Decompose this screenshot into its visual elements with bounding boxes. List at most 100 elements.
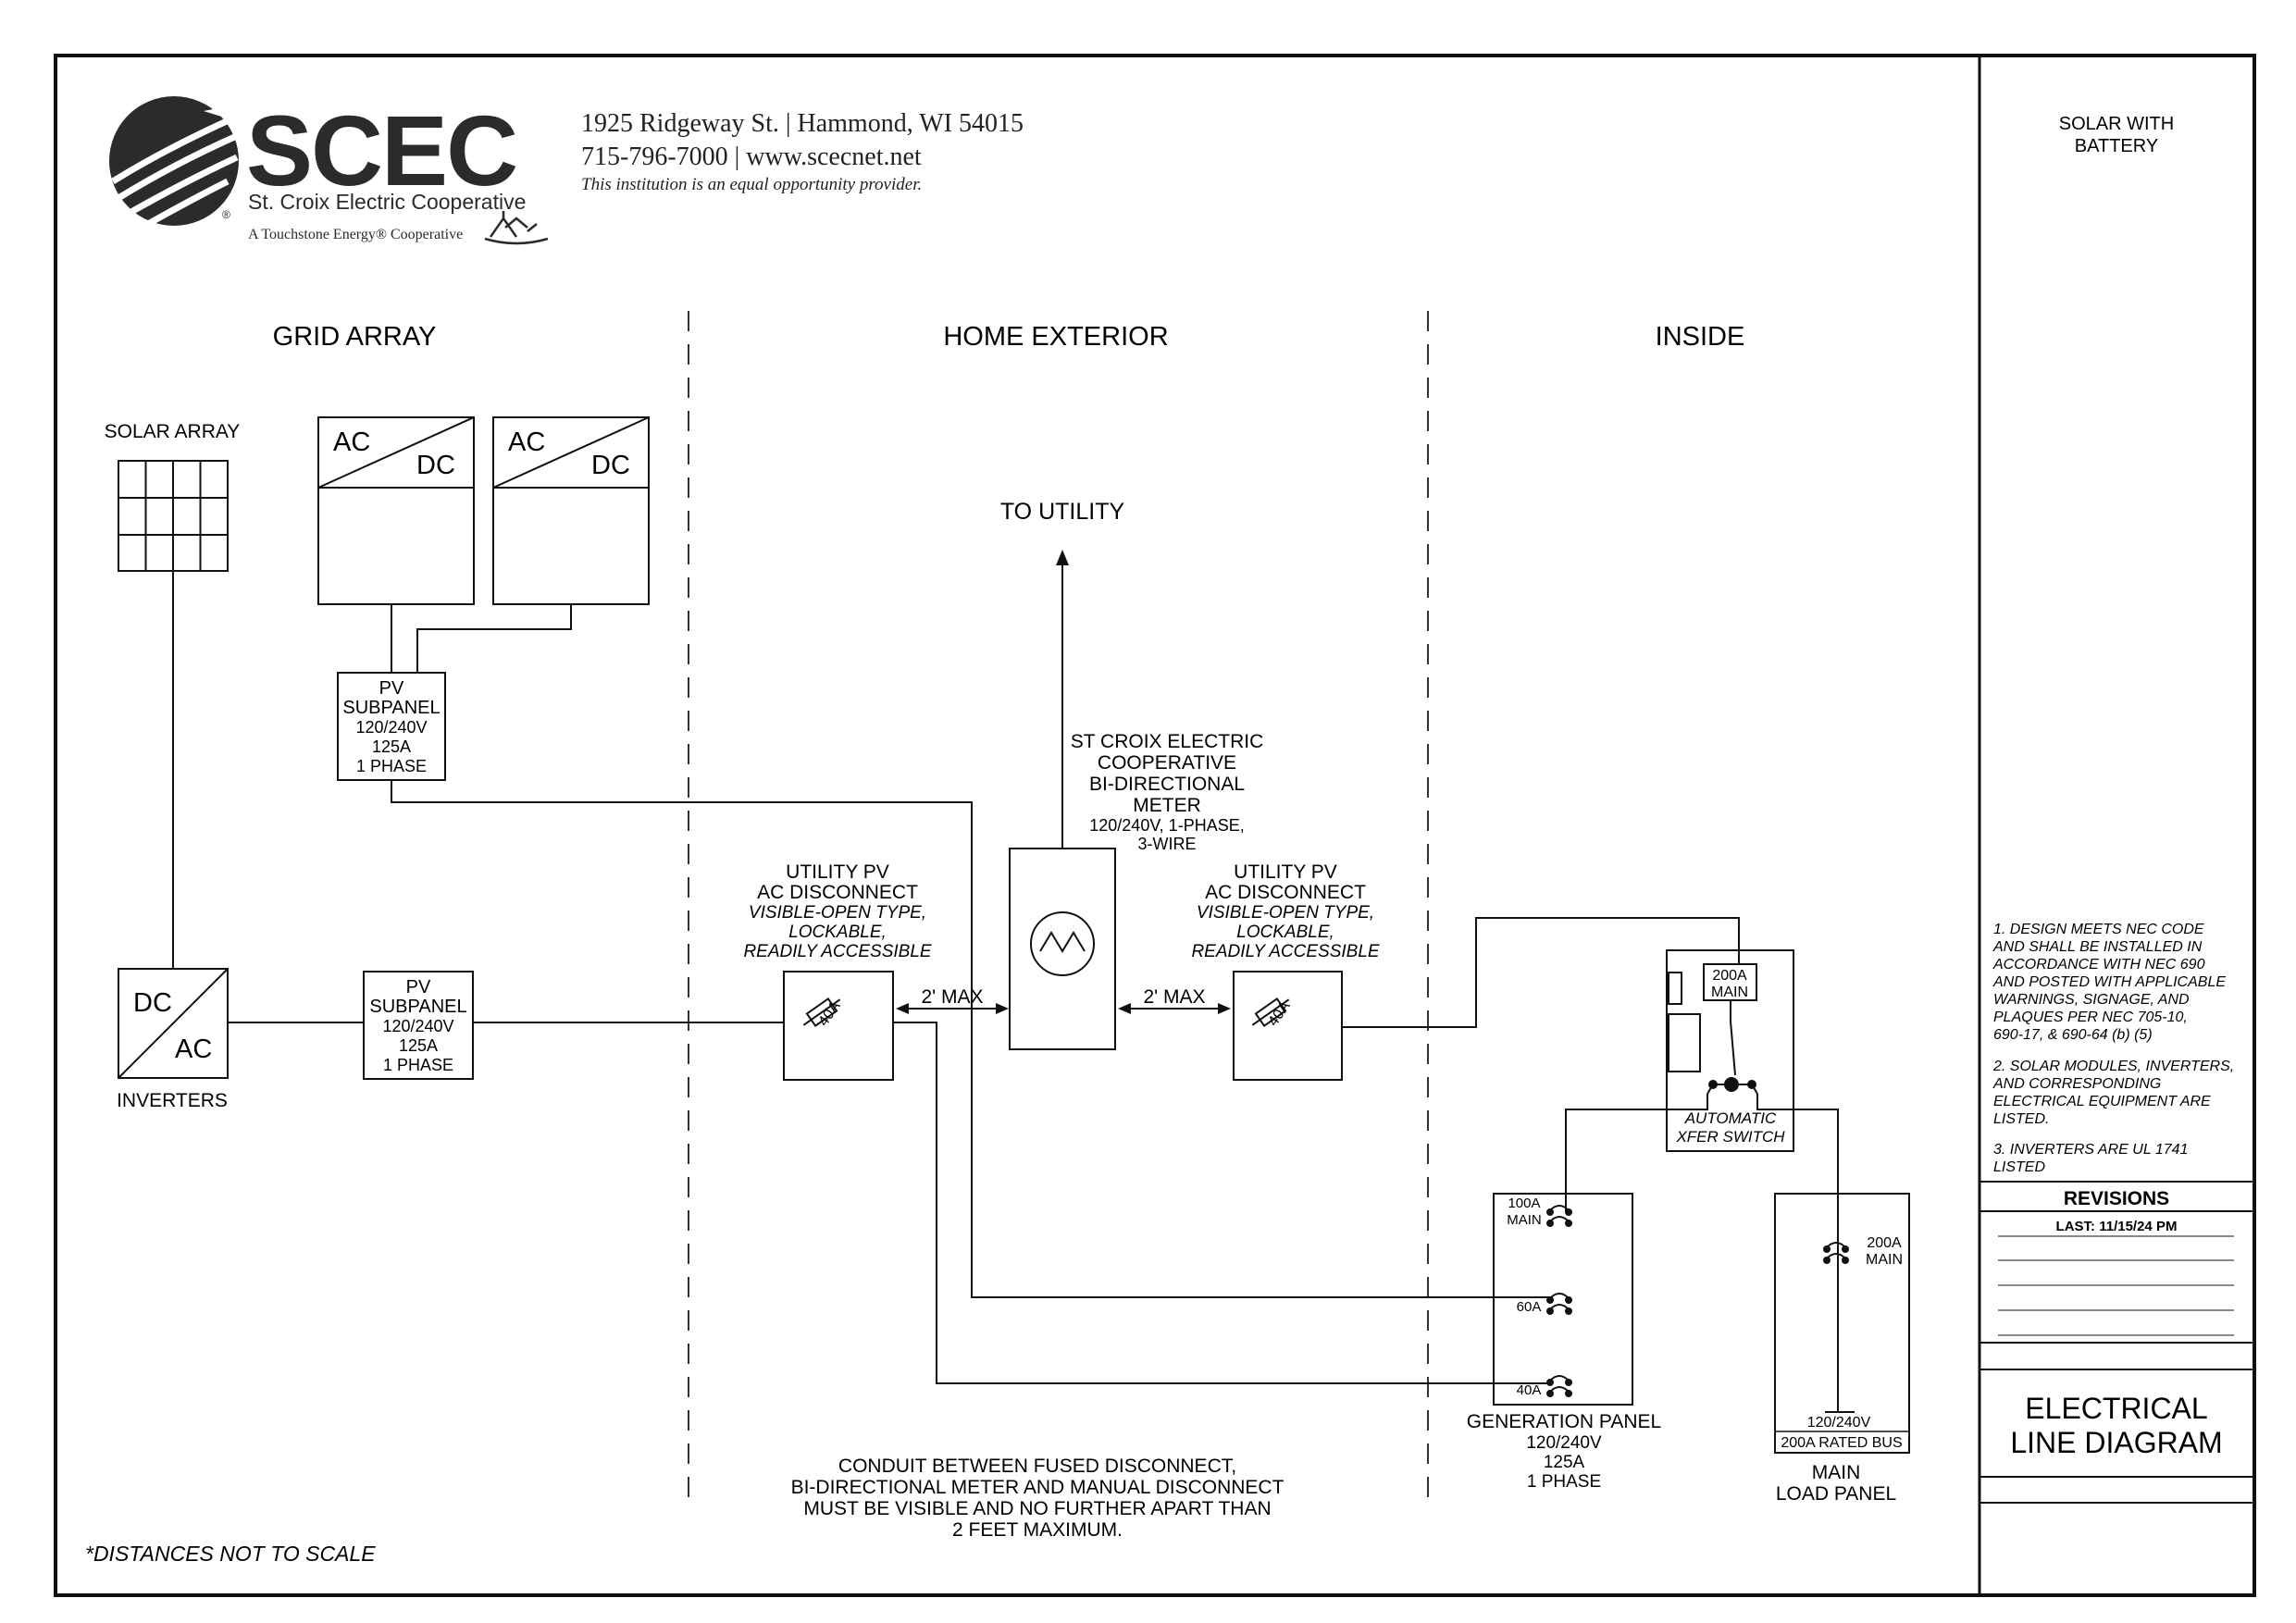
utility-pv-ac-disconnect-left: 40A — [783, 971, 894, 1081]
note-1-line-6: PLAQUES PER NEC 705-10, — [1993, 1010, 2188, 1025]
pv-subpanel-bottom-line-2: SUBPANEL — [369, 997, 466, 1017]
meter-dial-icon — [1030, 911, 1095, 976]
xfer-indicator-large — [1668, 1013, 1701, 1072]
logo-power-lines-icon — [111, 113, 241, 228]
disconnect-left-line-3: VISIBLE-OPEN TYPE, — [749, 903, 926, 923]
note-1-line-7: 690-17, & 690-64 (b) (5) — [1993, 1027, 2153, 1043]
pv-subpanel-bottom: PV SUBPANEL 120/240V 125A 1 PHASE — [363, 971, 474, 1080]
scec-logo: SCEC St. Croix Electric Cooperative ® A … — [109, 94, 549, 245]
pv-subpanel-bottom-line-3: 120/240V — [382, 1017, 453, 1035]
last-revision: LAST: 11/15/24 PM — [2056, 1219, 2178, 1234]
revision-lines — [1998, 1235, 2234, 1336]
distance-right-arrow-end-icon — [1218, 1003, 1231, 1014]
distance-left-arrow-end-icon — [996, 1003, 1009, 1014]
pv-subpanel-top-line-3: 120/240V — [355, 718, 427, 737]
disconnect-right-line-2: AC DISCONNECT — [1205, 882, 1366, 903]
transfer-switch-icon — [1706, 1000, 1758, 1095]
distance-left-label: 2' MAX — [921, 986, 983, 1008]
xfer-label-line-1: AUTOMATIC — [1684, 1109, 1777, 1127]
pv-subpanel-top-line-2: SUBPANEL — [342, 698, 440, 718]
xfer-main-line-1: 200A — [1712, 968, 1747, 984]
gen-panel-label-line-1: GENERATION PANEL — [1467, 1411, 1661, 1432]
wire-inverter2-to-subpanel — [416, 604, 572, 673]
logo-affiliate: A Touchstone Energy® Cooperative — [248, 227, 463, 242]
meter-label-line-2: COOPERATIVE — [1098, 752, 1236, 774]
disconnect-right-label: UTILITY PV AC DISCONNECT VISIBLE-OPEN TY… — [1191, 861, 1379, 961]
pv-subpanel-top-line-1: PV — [379, 678, 404, 699]
inverter-2-dc-label: DC — [591, 451, 630, 480]
ac-dc-inverter-1: AC DC — [317, 416, 475, 605]
disconnect-left-line-2: AC DISCONNECT — [757, 882, 918, 903]
xfer-indicator-small — [1668, 972, 1682, 1005]
fuse-left-rating: 40A — [815, 998, 843, 1029]
meter-label-line-1: ST CROIX ELECTRIC — [1071, 731, 1263, 752]
sheet-title-line-1: ELECTRICAL — [2025, 1392, 2207, 1425]
note-2-line-1: 2. SOLAR MODULES, INVERTERS, — [1992, 1059, 2234, 1074]
ac-dc-inverter-2: AC DC — [492, 416, 650, 605]
disconnect-left-line-1: UTILITY PV — [786, 861, 889, 883]
address-line: 1925 Ridgeway St. | Hammond, WI 54015 — [581, 109, 1024, 138]
conduit-note-line-2: BI-DIRECTIONAL METER AND MANUAL DISCONNE… — [791, 1477, 1285, 1498]
inverter-1-ac-label: AC — [333, 427, 370, 457]
conduit-note-line-1: CONDUIT BETWEEN FUSED DISCONNECT, — [838, 1456, 1236, 1477]
meter-label-line-3: BI-DIRECTIONAL — [1089, 774, 1245, 795]
wire-xfer-to-gen-panel — [1565, 1094, 1708, 1212]
note-2-line-2: AND CORRESPONDING — [1992, 1076, 2161, 1092]
wire-xfer-to-load-panel — [1756, 1094, 1839, 1412]
disconnect-right-line-4: LOCKABLE, — [1236, 923, 1334, 942]
conduit-note: CONDUIT BETWEEN FUSED DISCONNECT, BI-DIR… — [791, 1456, 1285, 1541]
disconnect-left-label: UTILITY PV AC DISCONNECT VISIBLE-OPEN TY… — [743, 861, 931, 961]
disconnect-left-line-5: READILY ACCESSIBLE — [743, 942, 931, 961]
registered-mark: ® — [222, 208, 230, 221]
disconnect-right-line-5: READILY ACCESSIBLE — [1191, 942, 1379, 961]
meter-label-line-6: 3-WIRE — [1138, 835, 1197, 853]
load-panel-label-line-2: LOAD PANEL — [1776, 1483, 1896, 1505]
pv-subpanel-top-line-5: 1 PHASE — [356, 757, 427, 775]
generation-panel: 100A MAIN 60A 40A — [1493, 1193, 1633, 1406]
conduit-note-line-4: 2 FEET MAXIMUM. — [952, 1519, 1123, 1541]
to-utility-arrow-icon — [1056, 550, 1069, 565]
gen-breaker-40-label: 40A — [1517, 1382, 1542, 1398]
note-3-line-2: LISTED — [1993, 1159, 2045, 1175]
touchstone-logo-icon — [484, 211, 549, 245]
note-1-line-1: 1. DESIGN MEETS NEC CODE — [1993, 922, 2204, 937]
contact-line: 715-796-7000 | www.scecnet.net — [581, 142, 922, 171]
note-1-line-3: ACCORDANCE WITH NEC 690 — [1992, 957, 2205, 973]
project-title-line-2: BATTERY — [2075, 136, 2158, 156]
to-utility-label: TO UTILITY — [1000, 499, 1125, 525]
revisions-block: REVISIONS LAST: 11/15/24 PM — [1980, 1181, 2254, 1370]
project-title-line-1: SOLAR WITH — [2059, 114, 2174, 134]
generation-panel-label: GENERATION PANEL 120/240V 125A 1 PHASE — [1467, 1411, 1661, 1492]
pv-subpanel-top: PV SUBPANEL 120/240V 125A 1 PHASE — [337, 672, 446, 781]
solar-array-grid-icon — [118, 460, 229, 572]
breaker-100a-icon — [1546, 1205, 1572, 1227]
note-2-line-3: ELECTRICAL EQUIPMENT ARE — [1993, 1094, 2211, 1109]
wire-disconnect-to-gen-40a — [893, 1022, 1550, 1384]
disconnect-left-line-4: LOCKABLE, — [788, 923, 887, 942]
main-load-panel: 200A MAIN 120/240V 200A RATED BUS — [1774, 1193, 1910, 1454]
distance-marker-left: 2' MAX — [896, 986, 1009, 1014]
load-breaker-line-2: MAIN — [1866, 1252, 1903, 1268]
section-heading-home-exterior: HOME EXTERIOR — [943, 322, 1168, 352]
pv-subpanel-bottom-line-4: 125A — [399, 1036, 438, 1055]
equal-opportunity-line: This institution is an equal opportunity… — [581, 175, 922, 194]
sheet-title-line-2: LINE DIAGRAM — [2010, 1426, 2222, 1459]
fuse-left-icon — [802, 997, 841, 1027]
meter-label-line-4: METER — [1133, 795, 1201, 816]
section-heading-inside: INSIDE — [1656, 322, 1745, 352]
xfer-label-line-2: XFER SWITCH — [1675, 1128, 1785, 1146]
xfer-main-line-2: MAIN — [1711, 985, 1748, 1000]
wiring — [172, 565, 1839, 1412]
gen-breaker-main-line-2: MAIN — [1507, 1212, 1542, 1228]
breaker-60a-icon — [1546, 1293, 1572, 1315]
sheet-border — [54, 54, 2256, 1597]
inverter-2-ac-label: AC — [508, 427, 545, 457]
gen-panel-label-line-2: 120/240V — [1526, 1433, 1602, 1453]
gen-panel-label-line-4: 1 PHASE — [1527, 1472, 1601, 1492]
wire-disconnect-to-xfer — [1342, 917, 1740, 1028]
utility-pv-ac-disconnect-right: 40A — [1233, 971, 1343, 1081]
gen-breaker-60-label: 60A — [1517, 1299, 1542, 1315]
inverter-3-dc-label: DC — [133, 988, 172, 1018]
note-1-line-4: AND POSTED WITH APPLICABLE — [1992, 974, 2226, 990]
bi-directional-meter — [1009, 848, 1116, 1050]
